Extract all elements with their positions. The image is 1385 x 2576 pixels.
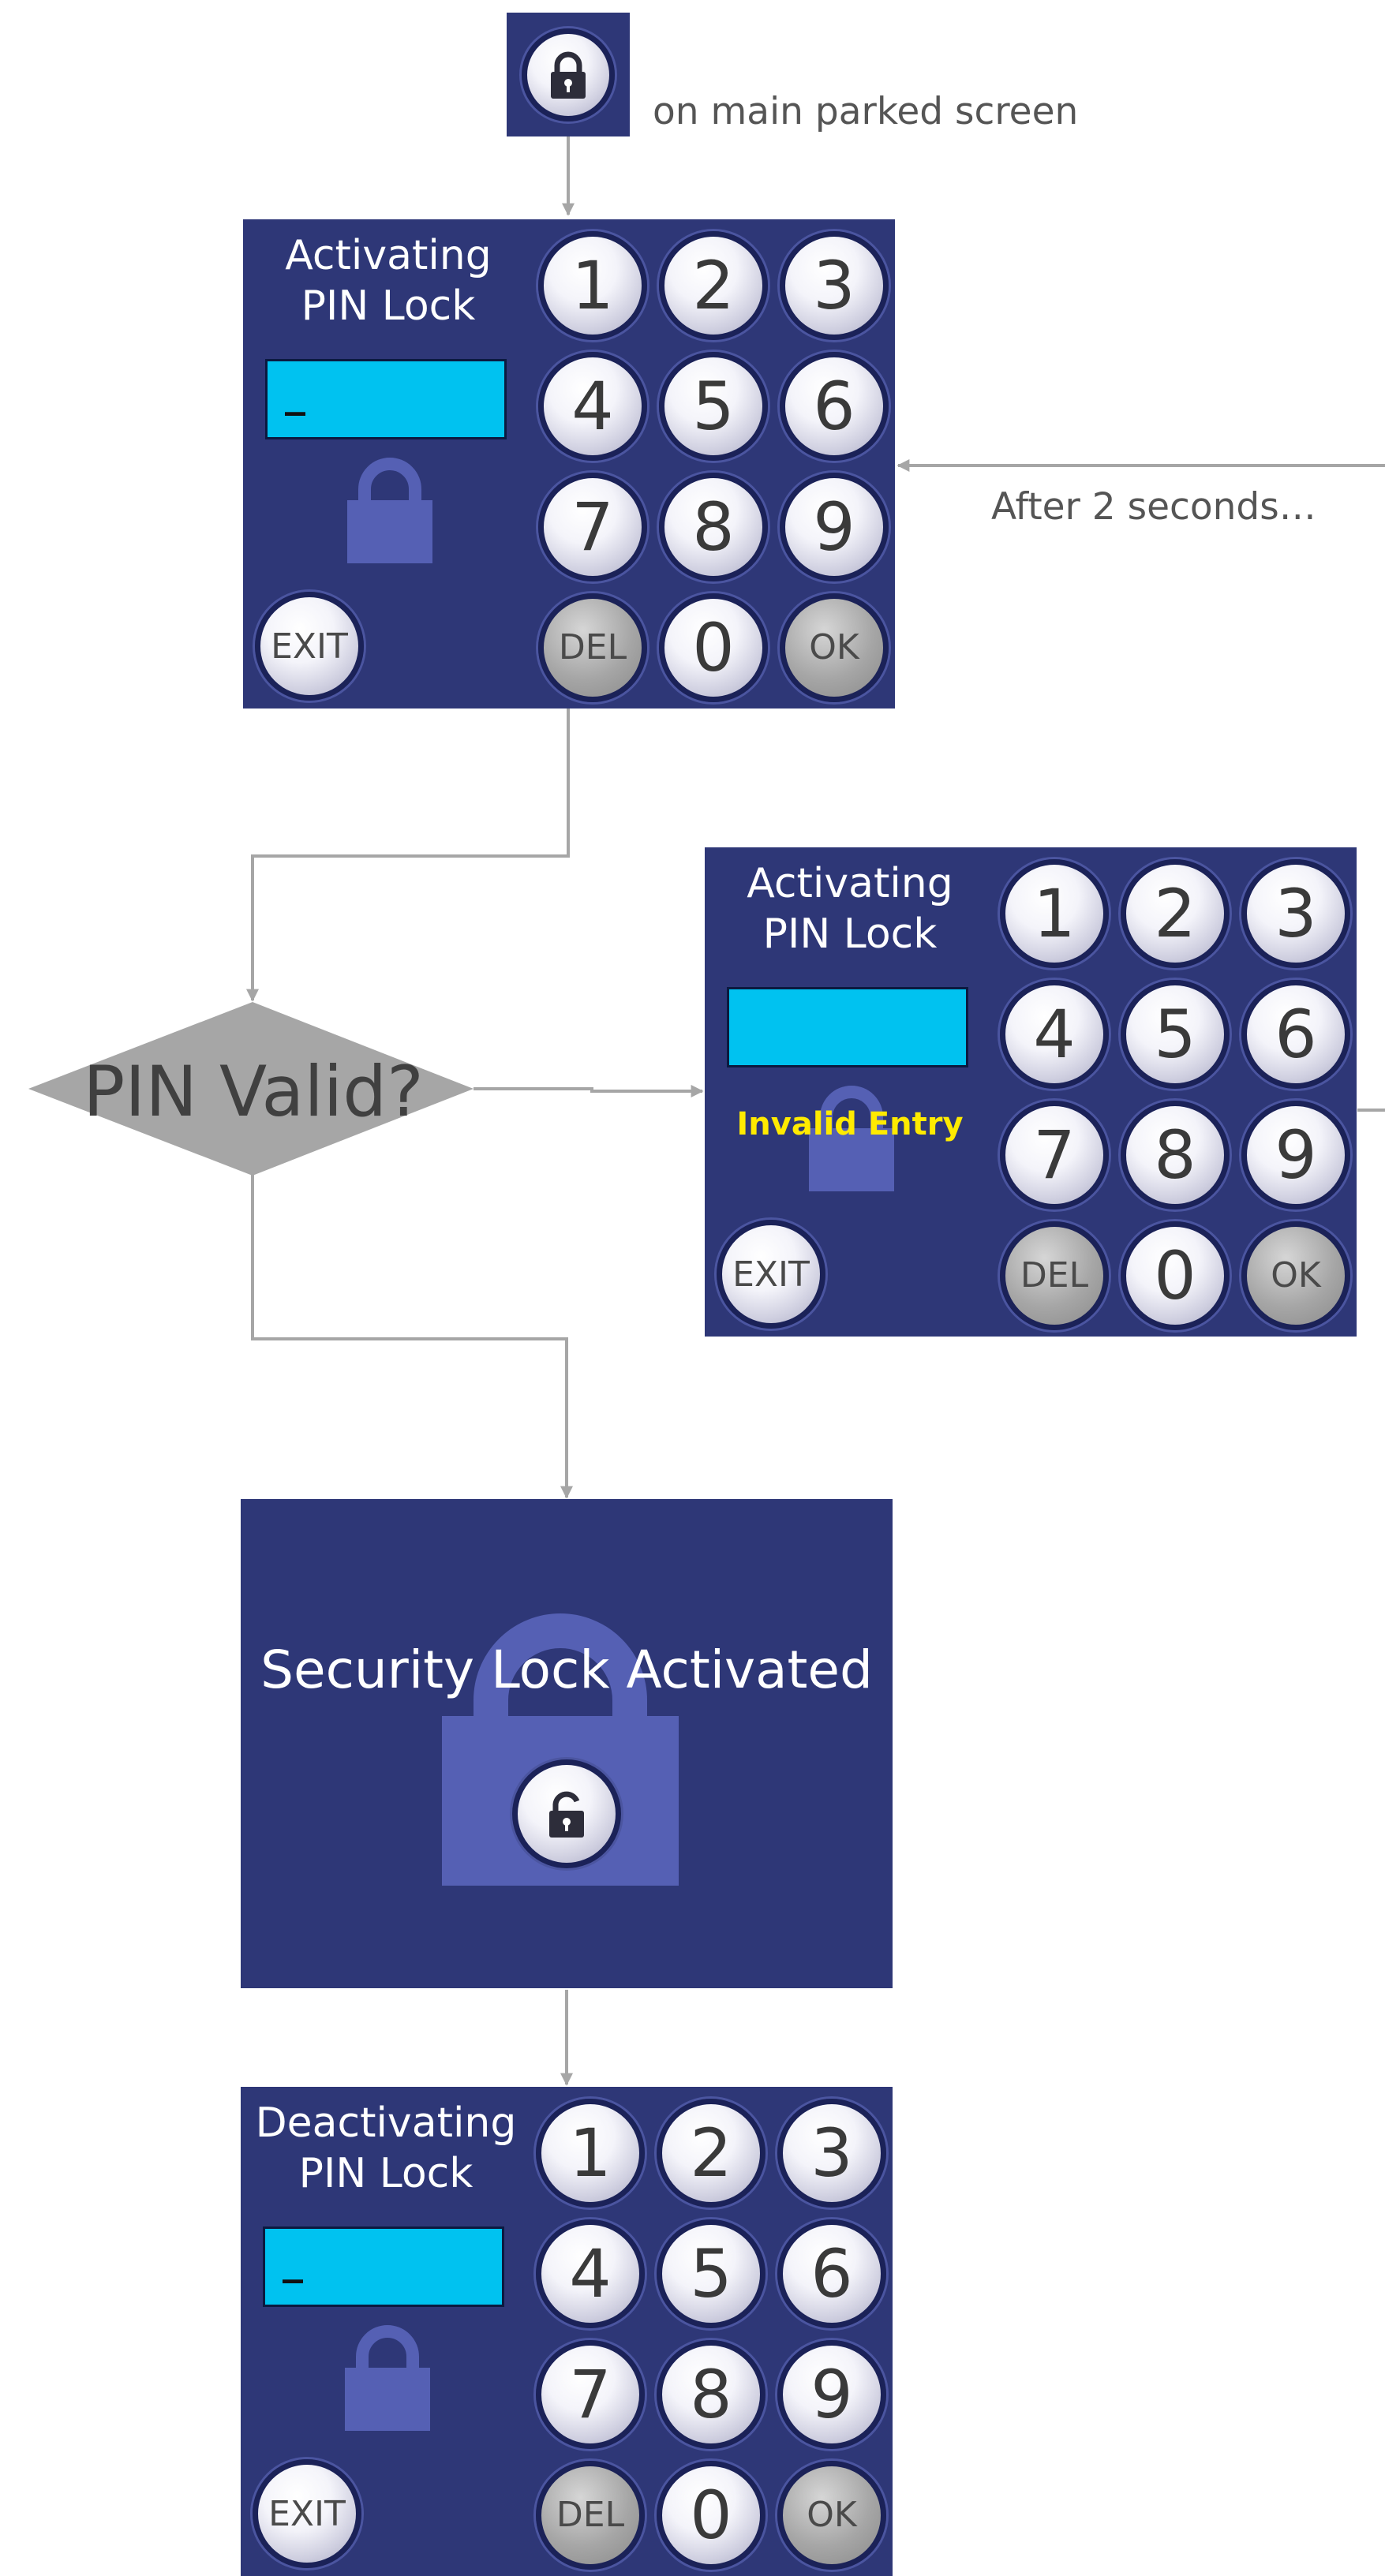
- key-3[interactable]: 3: [780, 231, 889, 340]
- arrow-decision-to-invalid: [474, 1085, 704, 1097]
- activating-pin-screen: Activating PIN Lock _ 1 2 3 4 5 6 7 8 9 …: [243, 219, 895, 708]
- key-9[interactable]: 9: [780, 473, 889, 581]
- key-2[interactable]: 2: [1121, 859, 1230, 968]
- retry-caption: After 2 seconds…: [991, 485, 1316, 529]
- keypad: 1 2 3 4 5 6 7 8 9 DEL 0 OK: [530, 2093, 893, 2576]
- key-0[interactable]: 0: [1121, 1221, 1230, 1330]
- arrow-decision-to-security: [251, 1174, 573, 1499]
- screen-title: Activating PIN Lock: [243, 230, 533, 331]
- key-5[interactable]: 5: [1121, 980, 1230, 1089]
- key-6[interactable]: 6: [780, 352, 889, 461]
- key-8[interactable]: 8: [657, 2340, 765, 2449]
- ok-button[interactable]: OK: [777, 2461, 886, 2570]
- key-6[interactable]: 6: [777, 2219, 886, 2328]
- key-1[interactable]: 1: [1000, 859, 1109, 968]
- pin-entry-field[interactable]: _: [265, 359, 507, 439]
- ok-button[interactable]: OK: [780, 593, 889, 702]
- key-7[interactable]: 7: [1000, 1101, 1109, 1209]
- pin-entry-field[interactable]: _: [263, 2226, 504, 2307]
- screen-title-line2: PIN Lock: [298, 2150, 474, 2197]
- start-caption: on main parked screen: [653, 90, 1079, 133]
- screen-title-line2: PIN Lock: [301, 282, 476, 330]
- screen-title-line1: Deactivating: [255, 2099, 517, 2147]
- key-4[interactable]: 4: [536, 2219, 645, 2328]
- key-2[interactable]: 2: [657, 2099, 765, 2208]
- lock-button[interactable]: [522, 28, 615, 122]
- padlock-icon: [345, 2325, 430, 2431]
- security-lock-activated-screen: Security Lock Activated: [241, 1499, 893, 1988]
- pin-entry-field[interactable]: [727, 987, 968, 1067]
- ok-button[interactable]: OK: [1241, 1221, 1350, 1330]
- exit-button[interactable]: EXIT: [717, 1220, 825, 1329]
- key-3[interactable]: 3: [1241, 859, 1350, 968]
- decision-label: PIN Valid?: [83, 1051, 424, 1132]
- key-2[interactable]: 2: [659, 231, 768, 340]
- key-0[interactable]: 0: [657, 2461, 765, 2570]
- keypad: 1 2 3 4 5 6 7 8 9 DEL 0 OK: [994, 854, 1357, 1337]
- key-1[interactable]: 1: [536, 2099, 645, 2208]
- key-8[interactable]: 8: [1121, 1101, 1230, 1209]
- key-9[interactable]: 9: [777, 2340, 886, 2449]
- screen-title-line2: PIN Lock: [762, 910, 938, 958]
- padlock-icon: [809, 1086, 894, 1191]
- screen-title-line1: Activating: [285, 232, 492, 279]
- invalid-entry-screen: Activating PIN Lock Invalid Entry 1 2 3 …: [705, 847, 1357, 1337]
- deactivating-pin-screen: Deactivating PIN Lock _ 1 2 3 4 5 6 7 8 …: [241, 2087, 893, 2576]
- key-7[interactable]: 7: [536, 2340, 645, 2449]
- lock-icon: [551, 51, 586, 99]
- key-6[interactable]: 6: [1241, 980, 1350, 1089]
- unlock-icon: [549, 1791, 584, 1838]
- key-3[interactable]: 3: [777, 2099, 886, 2208]
- keypad: 1 2 3 4 5 6 7 8 9 DEL 0 OK: [533, 226, 895, 708]
- key-8[interactable]: 8: [659, 473, 768, 581]
- unlock-button[interactable]: [512, 1759, 621, 1868]
- screen-title: Activating PIN Lock: [705, 858, 995, 959]
- key-1[interactable]: 1: [538, 231, 647, 340]
- screen-title-line1: Activating: [747, 860, 953, 907]
- exit-button[interactable]: EXIT: [253, 2459, 361, 2568]
- start-lock-button-tile: [507, 13, 630, 136]
- exit-button[interactable]: EXIT: [255, 592, 364, 701]
- key-7[interactable]: 7: [538, 473, 647, 581]
- decision-diamond: [28, 1002, 474, 1176]
- screen-title: Deactivating PIN Lock: [241, 2098, 531, 2199]
- key-5[interactable]: 5: [659, 352, 768, 461]
- security-message: Security Lock Activated: [260, 1639, 873, 1700]
- padlock-icon: [347, 458, 432, 563]
- del-button[interactable]: DEL: [538, 593, 647, 702]
- key-5[interactable]: 5: [657, 2219, 765, 2328]
- del-button[interactable]: DEL: [1000, 1221, 1109, 1330]
- key-4[interactable]: 4: [538, 352, 647, 461]
- arrow-activate-to-decision: [246, 708, 570, 1002]
- invalid-entry-message: Invalid Entry: [736, 1106, 964, 1142]
- key-9[interactable]: 9: [1241, 1101, 1350, 1209]
- del-button[interactable]: DEL: [536, 2461, 645, 2570]
- key-0[interactable]: 0: [659, 593, 768, 702]
- key-4[interactable]: 4: [1000, 980, 1109, 1089]
